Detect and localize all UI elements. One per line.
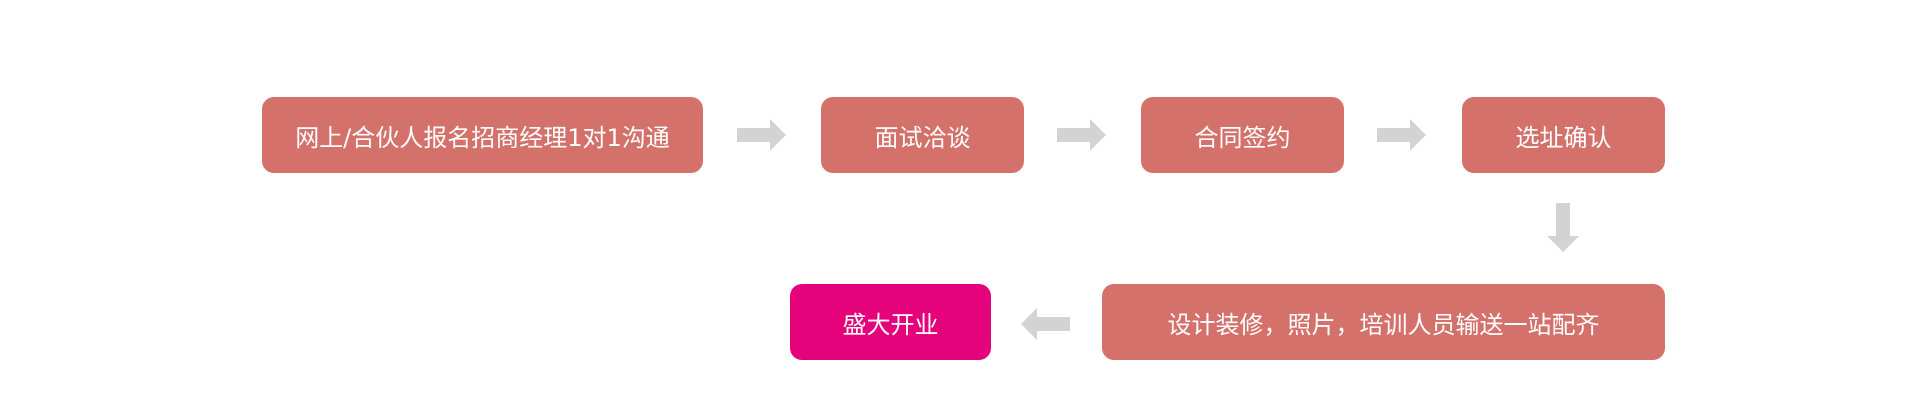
step-grand-opening: 盛大开业	[790, 284, 991, 360]
step-decoration-training: 设计装修，照片，培训人员输送一站配齐	[1102, 284, 1665, 360]
step-site-selection: 选址确认	[1462, 97, 1665, 173]
step-signup-communication: 网上/合伙人报名招商经理1对1沟通	[262, 97, 703, 173]
arrow-right-icon	[1377, 119, 1426, 151]
step-interview: 面试洽谈	[821, 97, 1024, 173]
step-contract-signing: 合同签约	[1141, 97, 1344, 173]
arrow-down-icon	[1547, 203, 1579, 252]
arrow-right-icon	[1057, 119, 1106, 151]
arrow-left-icon	[1021, 308, 1070, 340]
arrow-right-icon	[737, 119, 786, 151]
